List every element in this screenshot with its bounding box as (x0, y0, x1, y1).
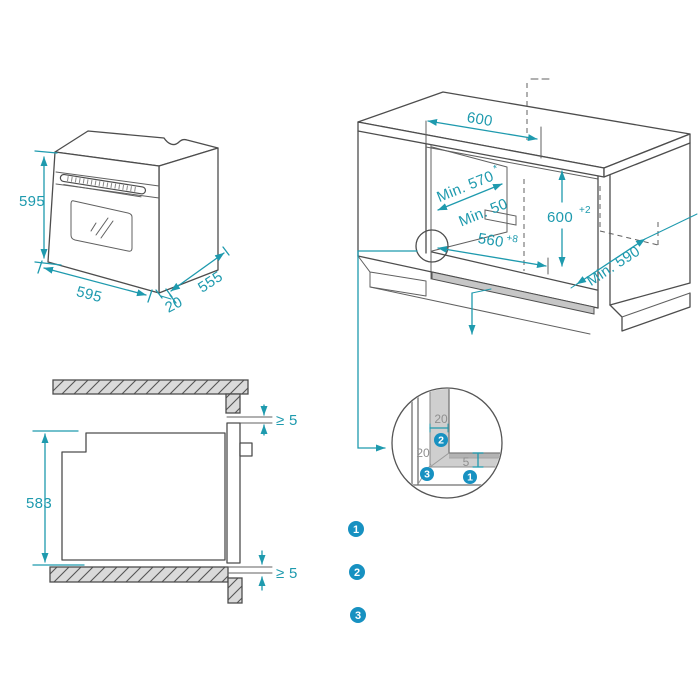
detail-circle-view: 20 20 5 2 3 1 (391, 387, 503, 499)
detail-callout-circle (415, 229, 449, 263)
cabinet-min-depth-note: * (492, 163, 500, 175)
countertop-section (52, 379, 249, 395)
legend-item-2: 2 (349, 564, 365, 580)
legend-item-1-number: 1 (353, 524, 359, 536)
detail-side-thickness-label: 20 (416, 446, 430, 460)
section-bottom-clearance-label: ≥ 5 (276, 565, 298, 582)
cabinet-min-depth-label: Min. 570 (434, 168, 496, 206)
detail-callout-2-number: 2 (438, 435, 444, 447)
cabinet-side-depth-label: Min. 590 (584, 243, 644, 290)
detail-callout-3: 3 (420, 467, 434, 481)
cabinet-opening-height-label: 600 (547, 209, 573, 226)
legend-item-2-number: 2 (354, 567, 360, 579)
cabinet-niche-view: 600 Min. 570 * Min. 50 600 +2 560 +8 (357, 78, 698, 452)
cabinet-opening-width-dimension: 600 (425, 109, 542, 159)
legend: 1 2 3 (348, 521, 366, 623)
detail-callout-1-number: 1 (467, 472, 473, 484)
section-top-clearance-label: ≥ 5 (276, 412, 298, 429)
section-top-clearance-dimension: ≥ 5 (260, 404, 298, 436)
oven-height-dimension: 595 (19, 150, 62, 266)
section-bottom-clearance-dimension: ≥ 5 (258, 550, 298, 591)
cabinet-back-clearance-label: Min. 50 (456, 195, 510, 230)
oven-door-depth-dimension: 20 (155, 289, 186, 317)
oven-width-label: 595 (74, 283, 103, 306)
detail-gap-dimension (472, 452, 484, 468)
oven-width-dimension: 595 (37, 260, 153, 306)
oven-body-section (61, 432, 226, 561)
cabinet-inner-width-tolerance: +8 (505, 233, 519, 246)
airflow-arrow (468, 288, 492, 335)
oven-height-label: 595 (19, 193, 45, 210)
legend-item-3-number: 3 (355, 610, 361, 622)
detail-gap-label: 5 (463, 455, 470, 469)
detail-callout-2: 2 (434, 433, 448, 447)
cabinet-inner-width-dimension: 560 +8 (437, 230, 549, 275)
bottom-shelf-section (49, 566, 229, 583)
cabinet-side-depth-dimension: Min. 590 (570, 213, 698, 290)
service-notch (484, 209, 517, 226)
oven-door-depth-label: 20 (162, 293, 185, 316)
oven-isometric-view: 595 595 555 20 (19, 130, 230, 317)
cabinet-inner-width-label: 560 (477, 230, 505, 251)
oven-handle-section (239, 442, 253, 457)
section-height-dimension: 583 (26, 430, 85, 566)
cabinet-opening-height-dimension: 600 +2 (547, 170, 591, 267)
vent-slot (431, 271, 595, 315)
detail-callout-3-number: 3 (424, 469, 430, 481)
cabinet-opening-width-label: 600 (466, 109, 494, 130)
section-view: 583 ≥ 5 ≥ 5 (26, 379, 298, 604)
detail-leader-line (357, 250, 418, 452)
section-height-label: 583 (26, 495, 52, 512)
oven-door-window (70, 200, 133, 252)
oven-handle (59, 173, 147, 198)
cabinet-opening-height-tolerance: +2 (579, 205, 591, 216)
detail-callout-1: 1 (463, 470, 477, 484)
legend-item-1: 1 (348, 521, 364, 537)
legend-item-3: 3 (350, 607, 366, 623)
detail-rear-thickness-label: 20 (434, 412, 448, 426)
